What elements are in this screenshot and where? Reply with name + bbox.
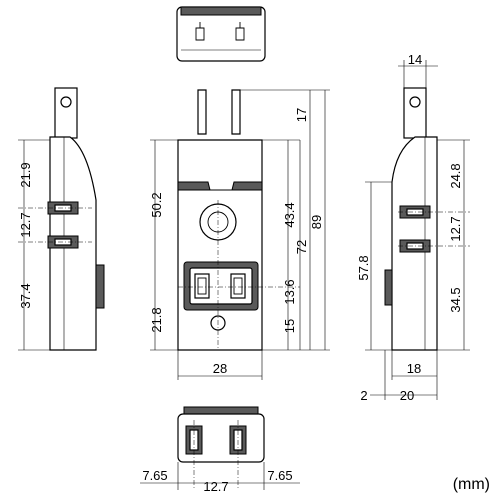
top-height-dim: 17: [294, 108, 309, 122]
front-outlet-top-dim: 43.4: [282, 202, 297, 227]
right-lower-dim: 34.5: [448, 287, 463, 312]
top-width-dim: 14: [408, 52, 422, 67]
right-upper-dim: 24.8: [448, 163, 463, 188]
front-width-dim: 28: [213, 361, 227, 376]
left-gap-dim: 12.7: [18, 212, 33, 237]
unit-label: (mm): [452, 476, 490, 493]
right-mid-dim: 57.8: [356, 255, 371, 280]
right-side-view: 14 24.8 12.7 34.5 57.8 18 20 2: [356, 52, 470, 403]
body-height-dim: 72: [294, 240, 309, 254]
left-lower-dim: 37.4: [18, 283, 33, 308]
right-width-18-dim: 18: [407, 361, 421, 376]
bottom-left-dim: 7.65: [142, 468, 167, 483]
front-view: 50.2 21.8 43.4 13.6 15 17 72 89 28: [149, 89, 330, 380]
left-upper-dim: 21.9: [18, 162, 33, 187]
right-gap-dim: 12.7: [448, 216, 463, 241]
front-bottom-dim: 15: [282, 319, 297, 333]
bottom-gap-dim: 12.7: [203, 479, 228, 494]
bottom-view: 7.65 12.7 7.65: [140, 406, 300, 494]
front-outlet-center-dim: 13.6: [282, 279, 297, 304]
bottom-right-dim: 7.65: [267, 468, 292, 483]
right-offset-2-dim: 2: [360, 388, 367, 403]
front-upper-dim: 50.2: [149, 192, 164, 217]
right-width-20-dim: 20: [400, 388, 414, 403]
total-height-dim: 89: [309, 215, 324, 229]
front-lower-dim: 21.8: [149, 307, 164, 332]
left-side-view: 21.9 12.7 37.4: [18, 87, 105, 351]
top-view: [176, 6, 266, 62]
